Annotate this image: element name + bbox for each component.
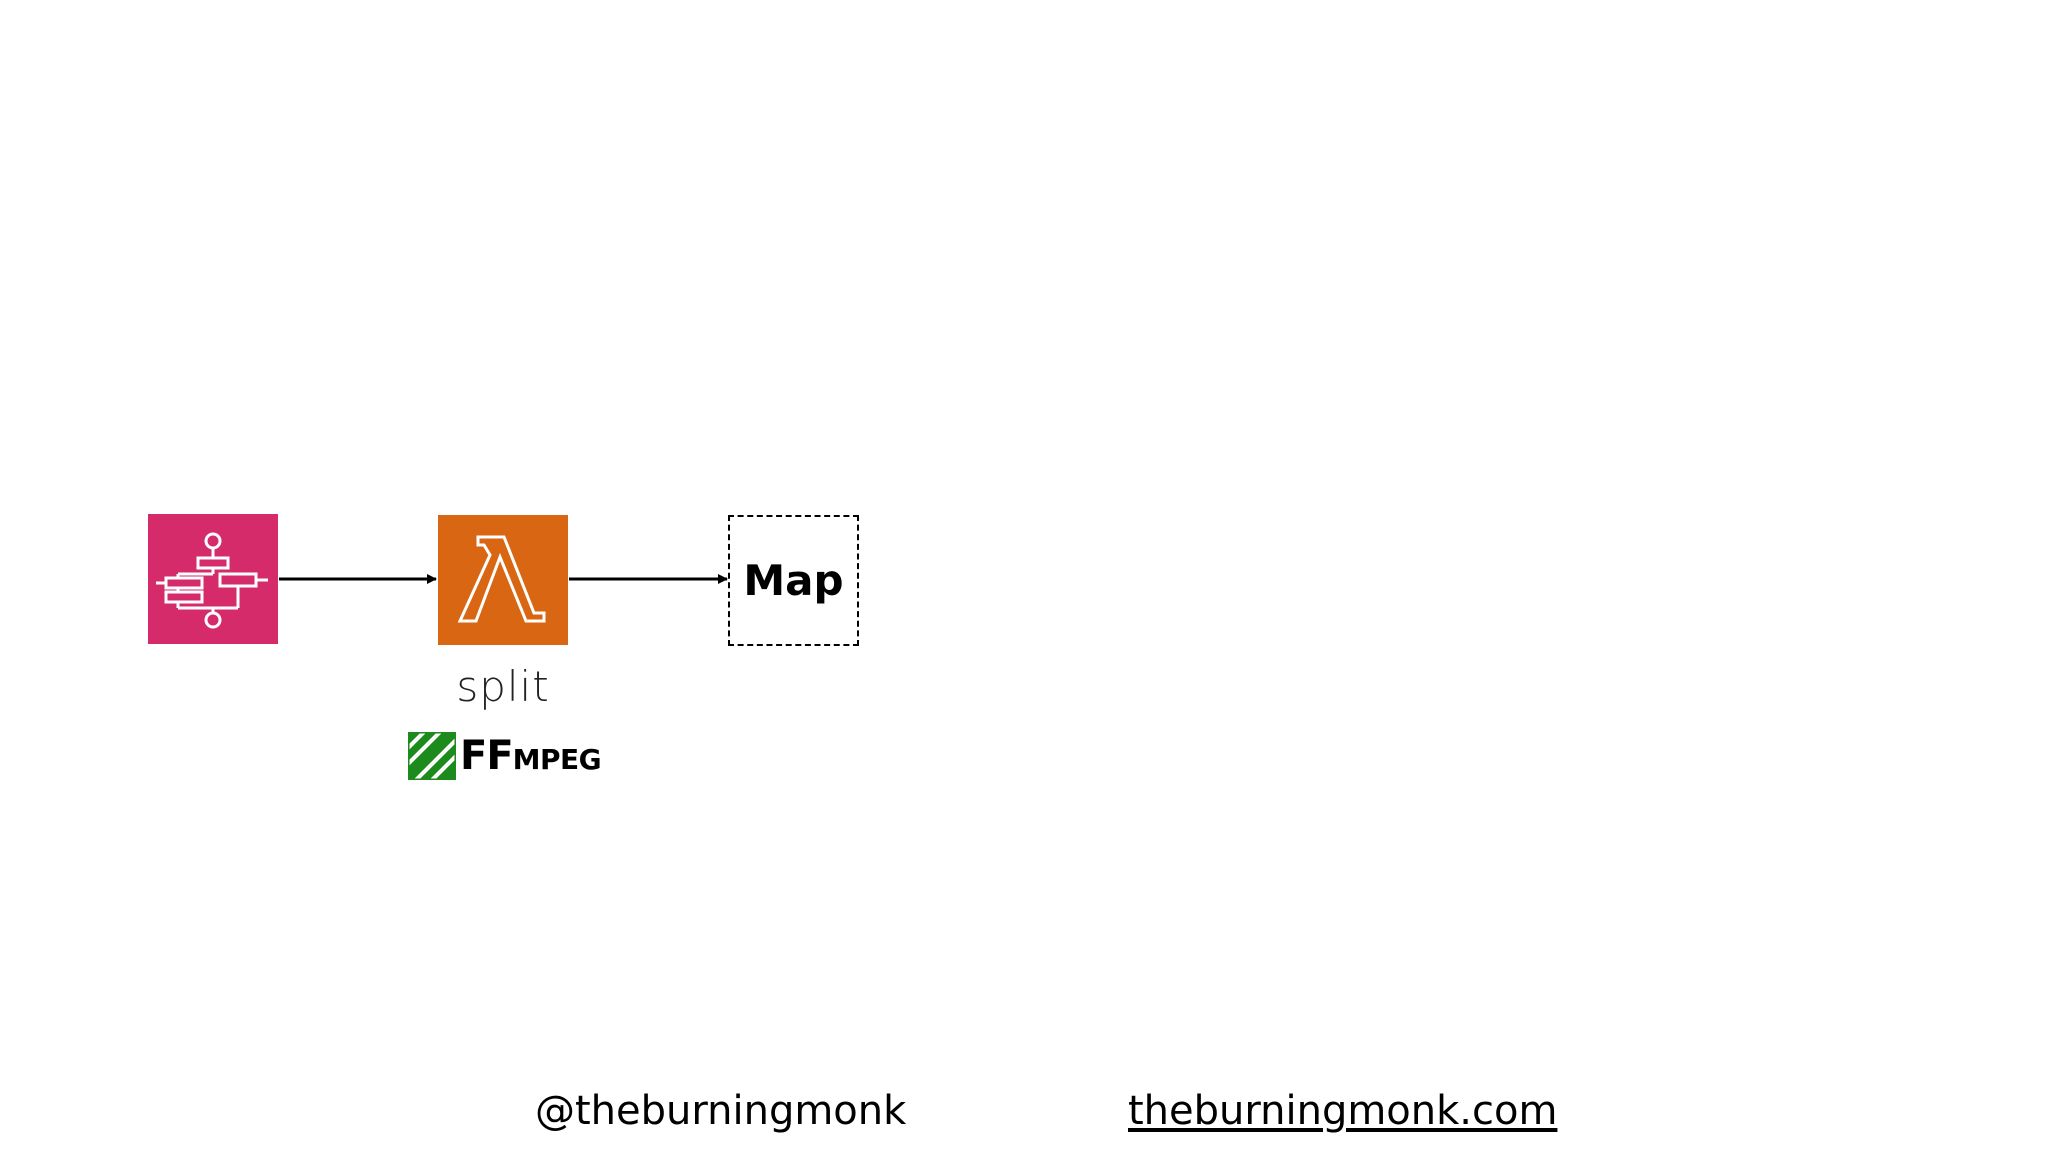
map-label: Map [743, 556, 844, 605]
footer-website-link[interactable]: theburningmonk.com [1128, 1088, 1558, 1134]
ffmpeg-wordmark: FFMPEG [460, 733, 602, 779]
footer-twitter-handle: @theburningmonk [535, 1088, 907, 1134]
ffmpeg-wordmark-mpeg: MPEG [512, 743, 602, 776]
ffmpeg-wordmark-ff: FF [460, 733, 514, 779]
ffmpeg-logo: FFMPEG [408, 732, 602, 780]
lambda-icon [438, 515, 568, 645]
lambda-caption: split [456, 662, 550, 711]
map-state-box: Map [728, 515, 859, 646]
ffmpeg-mark-icon [408, 732, 456, 780]
step-functions-icon [148, 514, 278, 644]
